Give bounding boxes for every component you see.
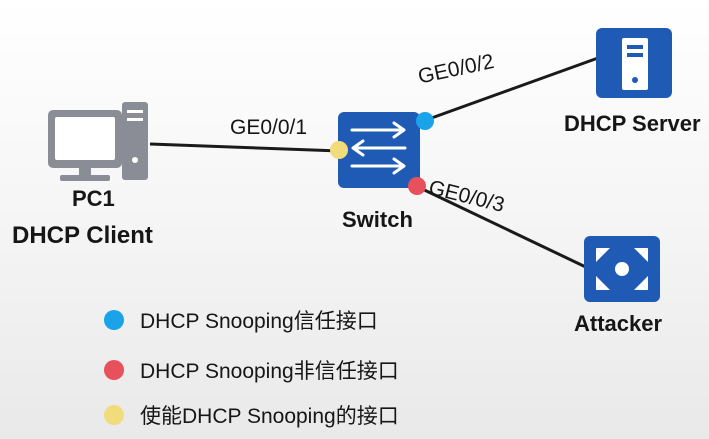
attacker-icon — [584, 236, 660, 302]
pc-icon — [48, 102, 148, 181]
port-marker-untrusted — [408, 177, 426, 195]
legend-item-trusted: DHCP Snooping信任接口 — [104, 305, 378, 335]
port-marker-trusted — [416, 112, 434, 130]
attacker-name-label: Attacker — [574, 311, 663, 336]
pc1-name-label: PC1 — [72, 186, 115, 211]
legend-dot-untrusted — [104, 360, 124, 380]
server-icon — [596, 28, 672, 98]
legend-dot-enabled — [104, 405, 124, 425]
port-marker-enabled — [330, 141, 348, 159]
legend-item-enabled: 使能DHCP Snooping的接口 — [104, 400, 399, 430]
legend-dot-trusted — [104, 310, 124, 330]
legend-text-trusted: DHCP Snooping信任接口 — [140, 310, 378, 333]
port-label-ge001: GE0/0/1 — [230, 116, 308, 139]
switch-name-label: Switch — [342, 207, 413, 232]
legend-item-untrusted: DHCP Snooping非信任接口 — [104, 355, 399, 385]
server-name-label: DHCP Server — [564, 111, 701, 136]
legend-text-untrusted: DHCP Snooping非信任接口 — [140, 360, 399, 383]
legend-text-enabled: 使能DHCP Snooping的接口 — [140, 405, 399, 428]
switch-icon — [338, 112, 420, 188]
link-switch-server — [425, 56, 599, 122]
pc1-role-label: DHCP Client — [12, 222, 153, 249]
link-pc1-switch — [149, 142, 341, 153]
link-switch-attacker — [415, 184, 593, 272]
